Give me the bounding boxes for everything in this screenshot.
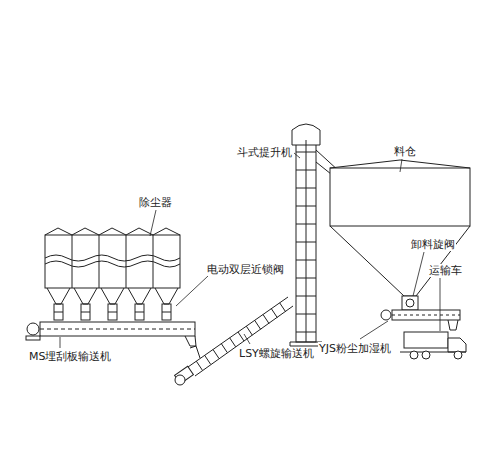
screw-flight xyxy=(280,303,286,312)
screw-flight xyxy=(213,350,219,359)
screw-flight xyxy=(221,344,227,353)
screw-flight xyxy=(246,326,252,335)
transport-truck xyxy=(400,332,466,359)
dust-collector xyxy=(45,228,180,320)
elevator-bucket xyxy=(296,296,316,297)
elevator-bucket xyxy=(296,152,316,153)
elevator-bucket xyxy=(296,242,316,243)
screw-flight xyxy=(230,338,236,347)
leader-lines xyxy=(60,153,440,348)
elevator-bucket xyxy=(296,314,316,315)
screw-conveyor xyxy=(175,297,293,385)
screw-flight xyxy=(263,315,269,324)
elevator-bucket xyxy=(296,170,316,171)
screw-flight xyxy=(271,309,277,318)
equipment-label: 斗式提升机 xyxy=(236,146,293,159)
elevator-bucket xyxy=(296,206,316,207)
bucket-elevator xyxy=(290,124,340,346)
screw-flight xyxy=(255,320,261,329)
elevator-bucket xyxy=(296,224,316,225)
conveyor-label: MS埋刮板输送机 xyxy=(28,350,112,363)
equipment-label: 运输车 xyxy=(428,264,463,277)
valve-label: 卸料旋阀 xyxy=(410,238,456,251)
screw-flight xyxy=(238,332,244,341)
elevator-bucket xyxy=(296,188,316,189)
screw-flight xyxy=(196,361,202,370)
elevator-bucket xyxy=(296,260,316,261)
elevator-bucket xyxy=(296,332,316,333)
silo xyxy=(330,160,470,310)
conveyor-label: LSY螺旋输送机 xyxy=(238,347,315,360)
valve-label: 电动双层近锁阀 xyxy=(206,263,285,276)
equipment-label: YJS粉尘加湿机 xyxy=(318,342,392,355)
scraper-conveyor xyxy=(26,322,196,346)
equipment-label: 除尘器 xyxy=(138,196,173,209)
humidifier-conveyor xyxy=(381,310,460,330)
elevator-bucket xyxy=(296,278,316,279)
screw-flight xyxy=(205,355,211,364)
equipment-label: 料仓 xyxy=(393,145,417,158)
